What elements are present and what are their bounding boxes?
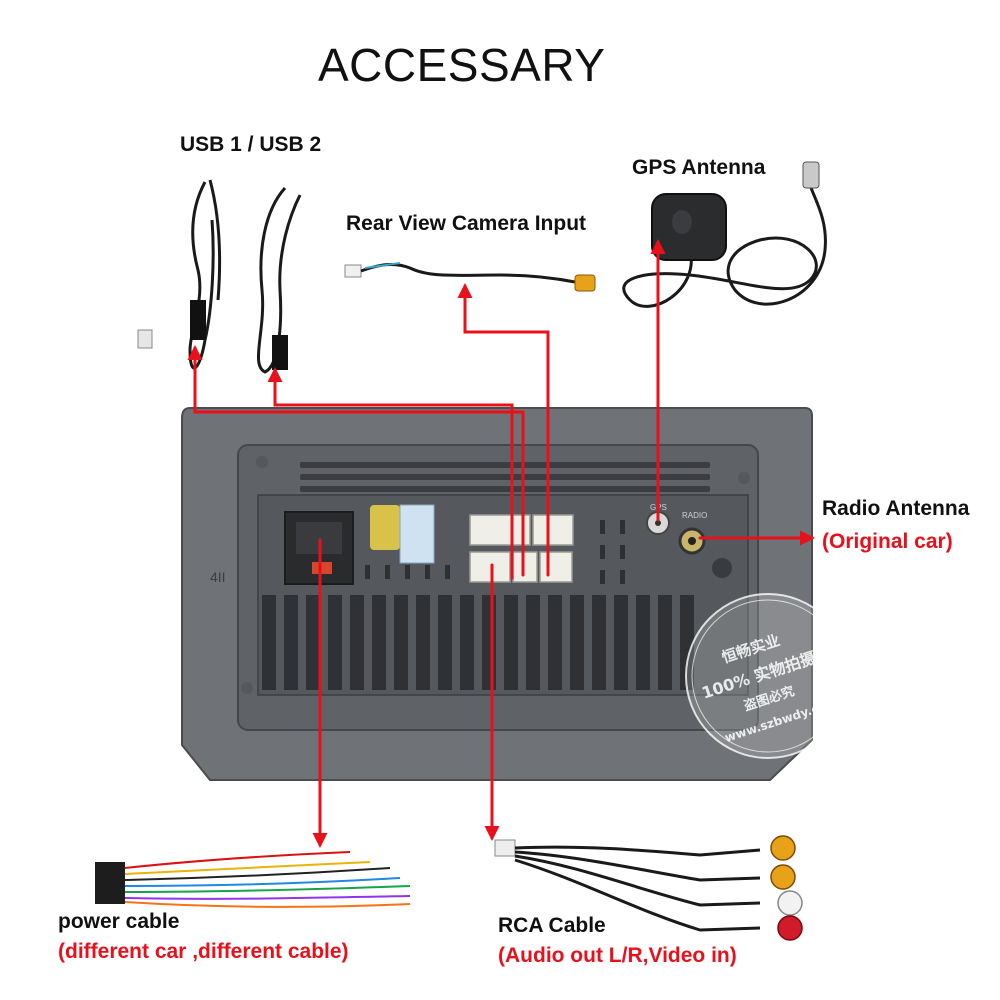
gps-antenna-label: GPS Antenna bbox=[632, 156, 766, 179]
usb-cables bbox=[137, 179, 302, 374]
rca-cable-label: RCA Cable bbox=[498, 914, 606, 937]
radio-port-text: RADIO bbox=[682, 511, 707, 520]
rear-camera-cable bbox=[344, 262, 596, 292]
rca-cable bbox=[494, 835, 803, 941]
main-connectors bbox=[469, 514, 574, 583]
power-cable-label: power cable bbox=[58, 910, 180, 933]
head-unit-back-panel bbox=[181, 407, 813, 781]
usb-label: USB 1 / USB 2 bbox=[180, 133, 322, 156]
sticker bbox=[370, 505, 400, 550]
watermark-seal: 恒畅实业 100% 实物拍摄 盗图必究 www.szbwdy.com bbox=[685, 593, 851, 759]
rca-cable-note: (Audio out L/R,Video in) bbox=[498, 944, 737, 967]
gps-antenna bbox=[622, 161, 827, 308]
power-cable-note: (different car ,different cable) bbox=[58, 940, 349, 963]
rear-camera-label: Rear View Camera Input bbox=[346, 212, 587, 235]
side-mark-text: 4II bbox=[210, 569, 226, 585]
page-title: ACCESSARY bbox=[318, 39, 606, 91]
radio-antenna-label: Radio Antenna bbox=[822, 497, 970, 520]
power-cable bbox=[95, 851, 411, 908]
connection-arrows bbox=[187, 239, 815, 848]
radio-antenna-note: (Original car) bbox=[822, 530, 953, 553]
